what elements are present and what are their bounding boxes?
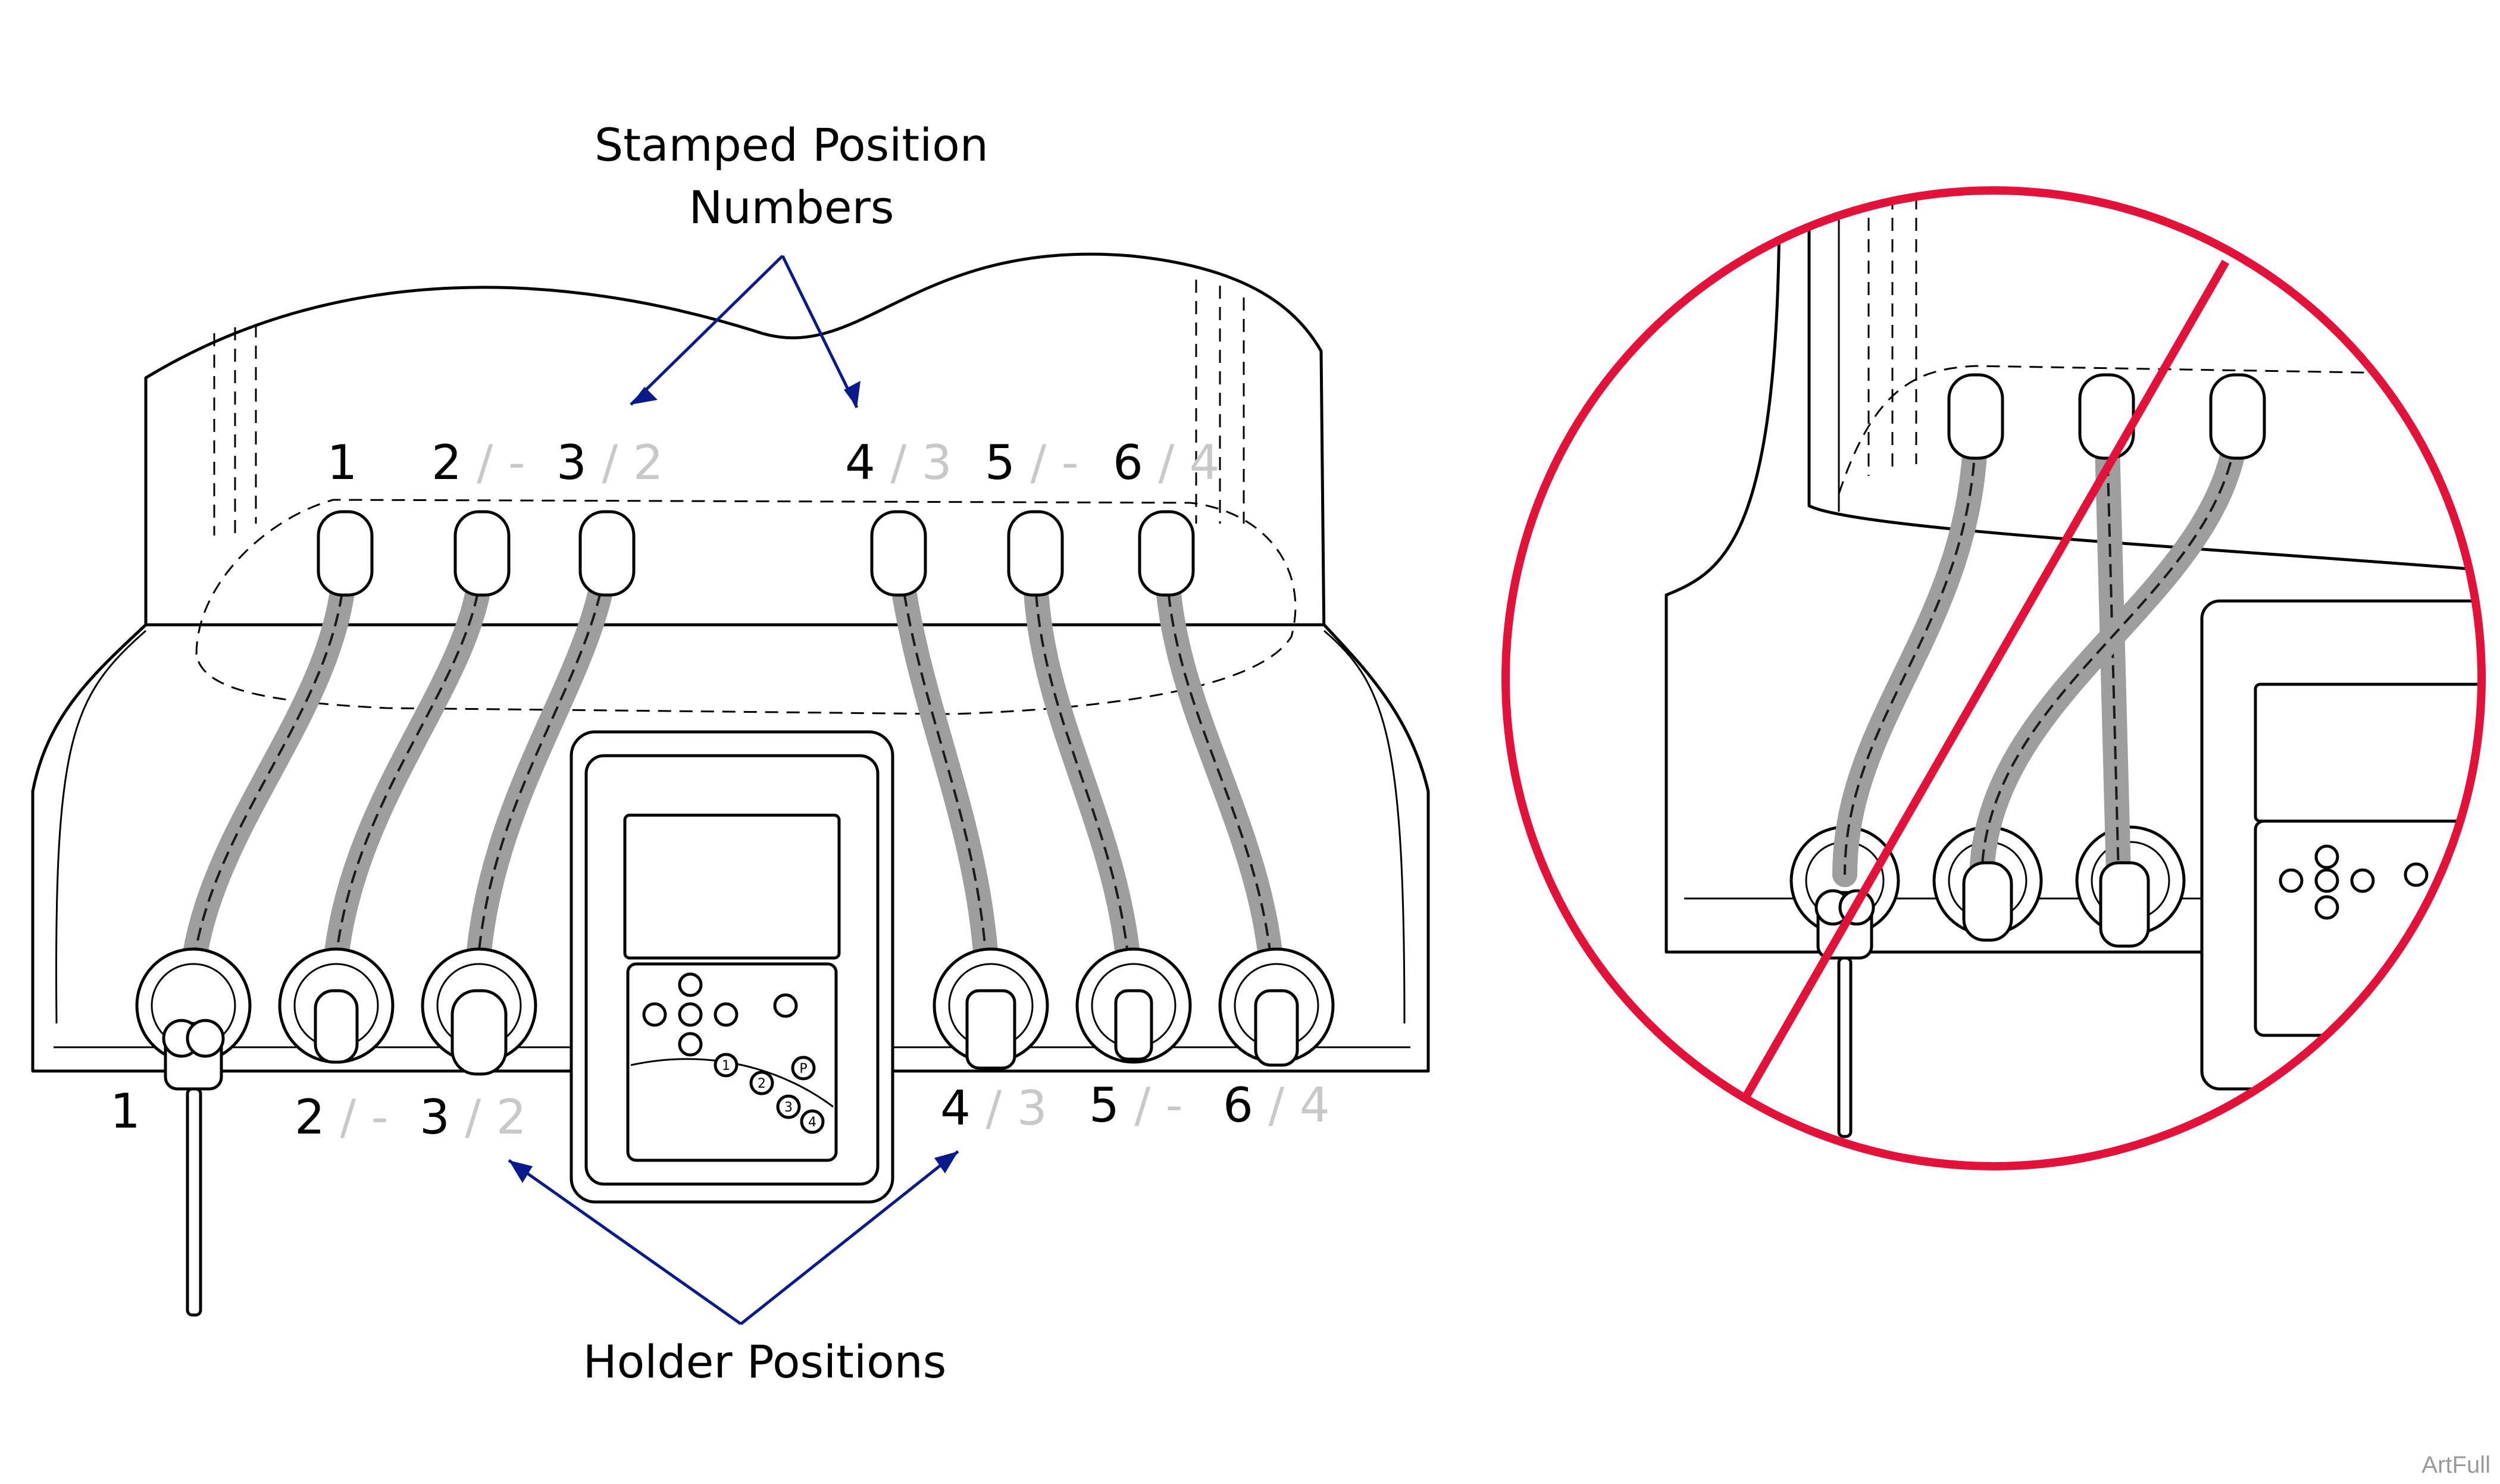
instrument-holders	[135, 947, 1335, 1317]
key-label: 1	[722, 1059, 730, 1073]
stamped-number-alt: / -	[462, 435, 525, 490]
stamped-callout-line1: Stamped Position	[595, 118, 988, 171]
svg-text:5 / -: 5 / -	[985, 435, 1079, 490]
holder-number-alt: / 2	[450, 1089, 527, 1145]
stamped-callout-line2: Numbers	[689, 181, 894, 234]
stamped-number: 3	[556, 435, 587, 490]
svg-text:4 / 3: 4 / 3	[845, 435, 952, 490]
svg-text:2 / -: 2 / -	[295, 1089, 389, 1145]
holder-position-numbers: 1 2 / - 3 / 2 4 / 3 5 / - 6 / 4	[110, 1078, 1330, 1145]
arrowhead	[509, 1160, 533, 1183]
callout-arrow	[508, 1159, 742, 1326]
stamped-position-callout: Stamped Position Numbers	[595, 118, 988, 409]
key-label: 2	[758, 1076, 766, 1091]
arrowhead	[844, 381, 861, 408]
incorrect-routing-detail	[1501, 186, 2486, 1170]
holder-number-alt: / 3	[971, 1081, 1047, 1136]
key-1	[714, 1053, 739, 1078]
holder-number: 6	[1223, 1078, 1253, 1133]
svg-text:3 / 2: 3 / 2	[420, 1089, 527, 1145]
holder-number: 5	[1089, 1078, 1119, 1133]
stamped-number: 4	[845, 435, 875, 490]
key-2	[749, 1070, 774, 1095]
control-panel: 1 2 3 4 P	[570, 730, 894, 1204]
svg-text:6 / 4: 6 / 4	[1223, 1078, 1330, 1133]
hoses	[178, 541, 1286, 1018]
stamped-number-alt: / 2	[587, 435, 664, 490]
svg-text:1: 1	[327, 435, 358, 490]
stamped-number-alt: / -	[1015, 435, 1079, 490]
holder-position-callout: Holder Positions	[508, 1150, 959, 1388]
stamped-number: 5	[985, 435, 1015, 490]
svg-text:2 / -: 2 / -	[431, 435, 525, 490]
key-label: 3	[784, 1100, 793, 1115]
svg-text:3 / 2: 3 / 2	[556, 435, 664, 490]
artfull-watermark: ArtFull	[2421, 1452, 2490, 1478]
holder-number-alt: / -	[325, 1089, 389, 1145]
svg-text:1: 1	[110, 1084, 140, 1139]
callout-arrow	[781, 255, 859, 409]
callout-arrow	[630, 255, 784, 406]
svg-text:4 / 3: 4 / 3	[940, 1081, 1047, 1136]
holder-number-alt: / 4	[1253, 1078, 1330, 1133]
svg-text:6 / 4: 6 / 4	[1113, 435, 1220, 490]
holder-number: 1	[110, 1084, 140, 1139]
prohibited-icon	[1501, 186, 2486, 1170]
callout-arrow	[740, 1150, 959, 1325]
stamped-number-alt: / 4	[1143, 435, 1220, 490]
stamped-number: 2	[431, 435, 462, 490]
stamped-number: 6	[1113, 435, 1143, 490]
holder-number: 3	[420, 1089, 450, 1145]
arrowhead	[631, 387, 658, 405]
stamped-position-numbers: 1 2 / - 3 / 2 4 / 3 5 / - 6 / 4	[327, 435, 1220, 490]
arrowhead	[934, 1151, 958, 1173]
key-p	[791, 1056, 816, 1081]
stamped-number: 1	[327, 435, 358, 490]
keypad-buttons: 1 2 3 4 P	[642, 972, 825, 1134]
key-label: 4	[808, 1115, 816, 1130]
holder-number-alt: / -	[1119, 1078, 1183, 1133]
key-3	[776, 1094, 801, 1119]
holder-number: 4	[940, 1081, 971, 1136]
stamped-number-alt: / 3	[875, 435, 952, 490]
hose-inlet-ports	[317, 510, 1195, 597]
holder-callout: Holder Positions	[583, 1335, 947, 1388]
key-label: P	[799, 1062, 807, 1076]
svg-text:5 / -: 5 / -	[1089, 1078, 1183, 1133]
holder-number: 2	[295, 1089, 325, 1145]
key-4	[800, 1109, 825, 1134]
